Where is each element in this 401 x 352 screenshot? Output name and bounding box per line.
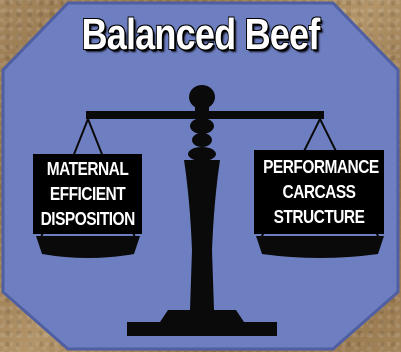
scale-beam <box>86 111 324 119</box>
left-pan-label: MATERNAL EFFICIENT DISPOSITION <box>33 154 142 234</box>
left-pan <box>36 236 140 258</box>
left-pan-line-efficient: EFFICIENT <box>49 184 126 204</box>
scale-base <box>127 322 277 336</box>
scale-column <box>184 160 220 310</box>
left-pan-line-maternal: MATERNAL <box>46 159 129 179</box>
scale-ornament-1 <box>190 118 214 134</box>
scale-ornament-2 <box>192 133 212 147</box>
left-pan-line-disposition: DISPOSITION <box>40 209 136 229</box>
scale-base-top <box>160 310 244 322</box>
right-pan-line-structure: STRUCTURE <box>273 207 365 227</box>
right-pan-line-performance: PERFORMANCE <box>263 157 379 177</box>
scale-ornament-3 <box>188 147 216 161</box>
page-title: Balanced Beef <box>81 10 320 59</box>
right-pan <box>256 236 384 258</box>
right-pan-label: PERFORMANCE CARCASS STRUCTURE <box>254 150 384 234</box>
right-pan-line-carcass: CARCASS <box>282 182 356 202</box>
scale-finial <box>189 85 215 109</box>
